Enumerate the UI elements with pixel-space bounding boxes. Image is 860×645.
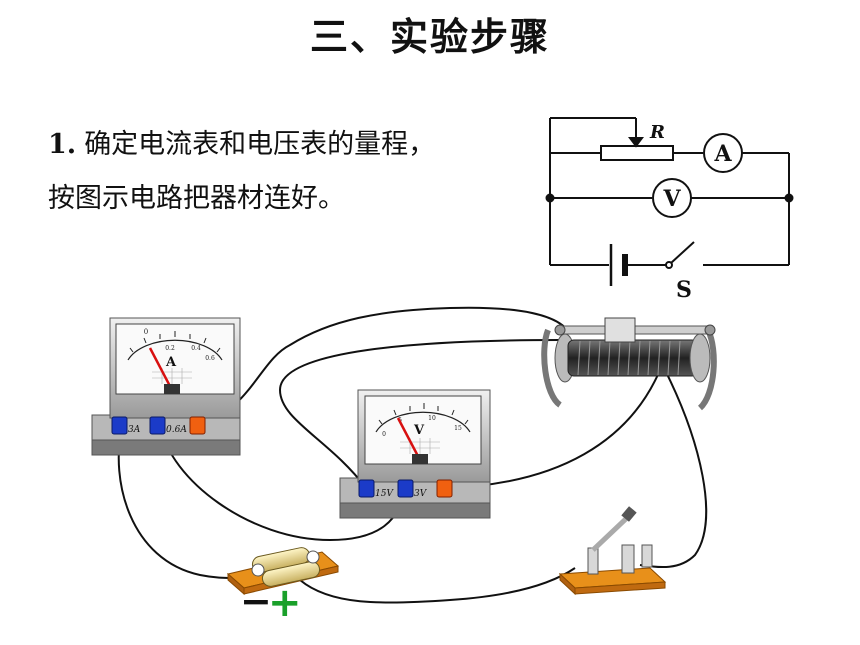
wire-ammeter-to-voltmeter: [159, 424, 406, 542]
ammeter-terminal-negative: [189, 416, 206, 435]
page-title: 三、实验步骤: [309, 15, 550, 59]
voltmeter-terminal-3v: [397, 479, 414, 498]
ammeter-terminal-label: 0.6A: [166, 425, 187, 435]
ammeter-terminal-label: 3A: [128, 425, 141, 435]
battery-cell: [261, 561, 321, 587]
knife-switch: [558, 506, 667, 596]
voltmeter-pivot: [412, 454, 428, 464]
switch-contact: [665, 261, 673, 269]
rheostat-slider: [604, 317, 636, 343]
ammeter-scale-label: 0: [144, 328, 148, 336]
wire-battery-to-switch: [299, 567, 576, 604]
switch-label: S: [676, 277, 692, 303]
voltmeter-terminal-label: 15V: [375, 489, 394, 499]
circuit-schematic: [545, 117, 794, 286]
battery-holder: [226, 547, 340, 596]
voltmeter-scale-label: 10: [428, 415, 436, 422]
rheostat-symbol: [600, 145, 674, 161]
ammeter-scale-label: 0.2: [165, 345, 175, 352]
rheostat-device: [541, 317, 717, 411]
junction-dot: [784, 193, 794, 203]
rheostat-slider-arrow: [628, 137, 644, 148]
step-line-1: 1.确定电流表和电压表的量程，: [48, 118, 435, 172]
ammeter-pivot: [164, 384, 180, 394]
junction-dot: [545, 193, 555, 203]
voltmeter-scale-label: 0: [382, 431, 386, 438]
ammeter-terminal-0-6a: [149, 416, 166, 435]
battery-minus-sign: −: [240, 579, 272, 623]
voltmeter-terminal-15v: [358, 479, 375, 498]
battery-plus-sign: +: [268, 580, 302, 626]
ammeter-scale-label: 0.4: [191, 345, 201, 352]
wire-voltmeter-to-rheostat: [278, 339, 561, 489]
voltmeter-symbol-label: V: [413, 423, 425, 438]
ammeter-symbol-label: A: [165, 355, 177, 370]
voltmeter-scale-label: 15: [454, 425, 462, 432]
ammeter-needle: [148, 347, 174, 391]
apparatus-wires: [117, 306, 708, 604]
ammeter-scale-label: 0.6: [205, 355, 215, 362]
voltmeter-terminal-negative: [436, 479, 453, 498]
wire-ammeter-to-battery: [117, 427, 234, 579]
ammeter-label: A: [713, 141, 732, 167]
voltmeter-needle: [396, 417, 422, 461]
voltmeter-device: 0 5 10 15 V 15V 3V: [339, 389, 491, 519]
wire-ammeter-to-rheostat: [198, 306, 571, 426]
wire-rheostat-to-switch: [639, 369, 708, 569]
ammeter-device: 0 0.2 0.4 0.6 A 3A 0.6A: [91, 317, 241, 456]
ammeter-terminal-3a: [111, 416, 128, 435]
step-line-1-text: 确定电流表和电压表的量程，: [84, 129, 436, 160]
switch-handle: [621, 506, 637, 522]
step-line-2: 按图示电路把器材连好。: [48, 183, 345, 214]
switch-blade: [670, 241, 695, 264]
voltmeter-terminal-label: 3V: [414, 489, 428, 499]
step-number: 1.: [48, 129, 77, 160]
switch-knife-blade: [591, 513, 632, 552]
voltmeter-dial: [364, 395, 482, 465]
voltmeter-label: V: [662, 186, 681, 212]
step-text: 1.确定电流表和电压表的量程， 按图示电路把器材连好。: [48, 118, 435, 226]
rheostat-label: R: [649, 122, 665, 143]
